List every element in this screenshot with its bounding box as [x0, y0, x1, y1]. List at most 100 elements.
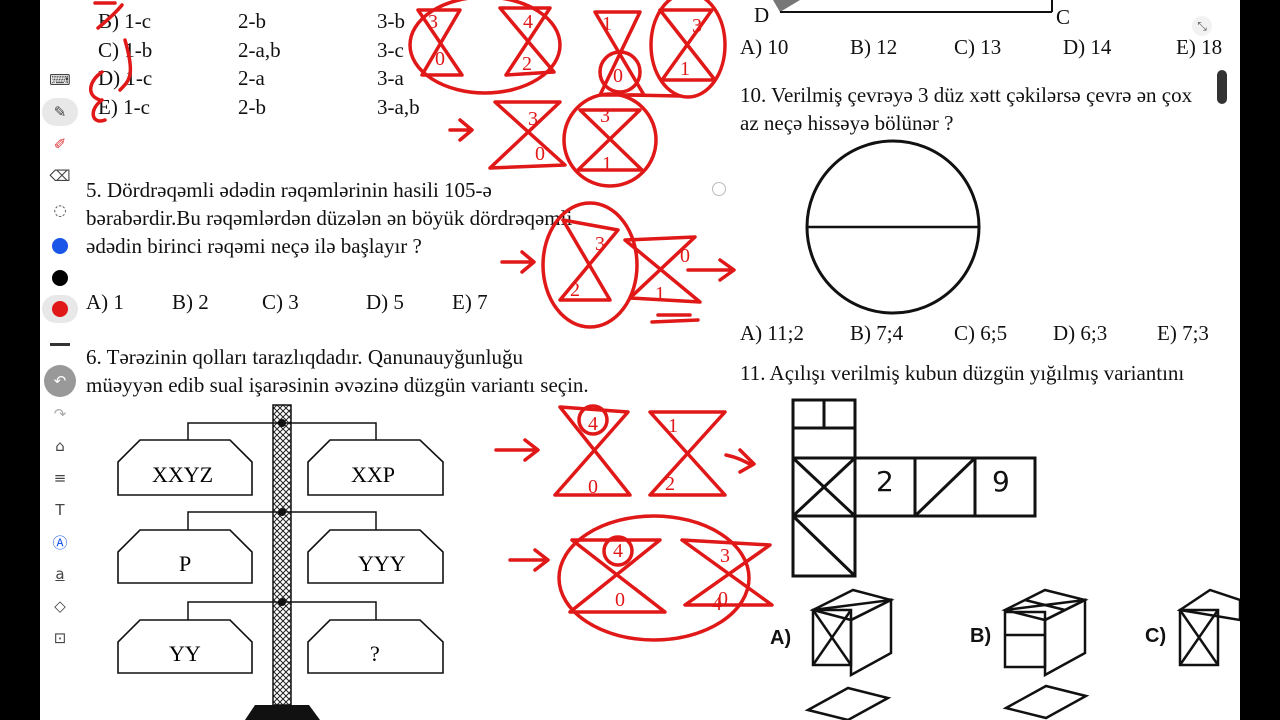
- text-icon[interactable]: T: [55, 501, 65, 519]
- q11-option: A): [770, 627, 792, 649]
- handwritten-digit: 0: [435, 48, 445, 70]
- q4-row-c3: 3-c: [377, 38, 404, 62]
- handwritten-digit: 1: [602, 13, 612, 35]
- q11-option: C): [1145, 625, 1167, 647]
- handwritten-digit: 4: [523, 11, 533, 33]
- handwritten-digit: 1: [668, 415, 678, 437]
- selection-handle[interactable]: [712, 182, 726, 196]
- q10-option: D) 6;3: [1053, 321, 1108, 345]
- q4-row-c2: 2-b: [238, 9, 266, 33]
- q6-text-line2: müəyyən edib sual işarəsinin əvəzinə düz…: [86, 373, 589, 397]
- q4-row-opt: E) 1-c: [98, 95, 150, 119]
- q6-text-line1: 6. Tərəzinin qolları tarazlıqdadır. Qanu…: [86, 345, 523, 369]
- color-red-swatch[interactable]: [42, 295, 78, 323]
- lasso-icon[interactable]: ◌: [53, 201, 67, 219]
- shape-icon[interactable]: ⌂: [55, 437, 65, 455]
- q11-option: B): [970, 625, 992, 647]
- q4-row-c3: 3-b: [377, 9, 405, 33]
- q6-box-label: XXP: [351, 462, 396, 487]
- q11-text-line1: 11. Açılışı verilmiş kubun düzgün yığılm…: [740, 361, 1185, 385]
- q9-figure: [773, 0, 1053, 13]
- q4-row-c3: 3-a: [377, 66, 404, 90]
- keyboard-icon[interactable]: ⌨: [49, 71, 71, 89]
- q9-option: A) 10: [740, 35, 789, 59]
- q9-option: E) 18: [1176, 35, 1223, 59]
- q4-row-c2: 2-a,b: [238, 38, 281, 62]
- handwritten-digit: 0: [680, 245, 690, 267]
- text-format-icon[interactable]: ≡: [53, 469, 67, 487]
- handwritten-digit: 1: [680, 58, 690, 80]
- q6-box-label: P: [179, 551, 192, 576]
- handwritten-digit: 1: [602, 153, 612, 175]
- handwritten-digit: 4: [613, 540, 623, 562]
- q11-net-digit: 9: [992, 465, 1010, 498]
- q10-circle-figure: [805, 139, 981, 315]
- handwritten-digit: 0: [588, 476, 598, 498]
- q4-row-c3: 3-a,b: [377, 95, 420, 119]
- q10-text-line1: 10. Verilmiş çevrəyə 3 düz xətt çəkilərs…: [740, 83, 1193, 107]
- q11-cube-a-figure: [809, 588, 895, 678]
- q5-option: A) 1: [86, 290, 124, 314]
- handwritten-digit: 0: [535, 143, 545, 165]
- handwritten-digit: 3: [428, 11, 438, 33]
- q5-option: B) 2: [172, 290, 209, 314]
- q10-text-line2: az neçə hissəyə bölünər ?: [740, 111, 954, 135]
- q11-net-digit: 2: [876, 465, 894, 498]
- handwritten-digit: 3: [600, 105, 610, 127]
- collapse-icon[interactable]: ⤡: [1192, 16, 1212, 36]
- q10-option: B) 7;4: [850, 321, 904, 345]
- highlighter-icon[interactable]: ✐: [53, 135, 67, 153]
- q5-option: E) 7: [452, 290, 488, 314]
- q5-text-line1: 5. Dördrəqəmli ədədin rəqəmlərinin hasil…: [86, 178, 492, 202]
- q6-box-label: YYY: [358, 551, 406, 576]
- annotation-toolbar: ⌨ ✎ ✐ ⌫ ◌ ↶ ↷ ⌂ ≡ T Ⓐ a ◇ ⊡: [42, 60, 78, 660]
- q6-balance-diagram: [117, 404, 444, 720]
- q5-text-line2: bərabərdir.Bu rəqəmlərdən düzələn ən böy…: [86, 206, 573, 230]
- q11-cube-b-figure: [1001, 588, 1089, 678]
- handwritten-digit: 3: [720, 545, 730, 567]
- q4-row-c2: 2-a: [238, 66, 265, 90]
- handwritten-digit: 2: [522, 53, 532, 75]
- q6-box-label: ?: [370, 641, 380, 666]
- q10-option: C) 6;5: [954, 321, 1008, 345]
- handwritten-digit: 2: [665, 473, 675, 495]
- q10-option: A) 11;2: [740, 321, 804, 345]
- stroke-width-indicator: [42, 342, 78, 346]
- field-icon[interactable]: a: [55, 565, 65, 583]
- style-icon[interactable]: Ⓐ: [52, 533, 68, 552]
- q5-option: D) 5: [366, 290, 404, 314]
- handwritten-digit: 0: [718, 588, 728, 610]
- handwritten-digit: 0: [613, 65, 623, 87]
- handwritten-digit: 3: [595, 233, 605, 255]
- handwritten-digit: 3: [692, 15, 702, 37]
- q4-row-opt: C) 1-b: [98, 38, 153, 62]
- q11-cube-c-figure: [1176, 588, 1240, 667]
- q4-row-c2: 2-b: [238, 95, 266, 119]
- handwritten-digit: 1: [655, 283, 665, 305]
- pen-icon[interactable]: ✎: [42, 98, 78, 126]
- undo-icon[interactable]: ↶: [44, 365, 76, 397]
- scrollbar-thumb[interactable]: [1217, 70, 1227, 104]
- q9-option: B) 12: [850, 35, 898, 59]
- q11-cube-net: [791, 398, 1240, 720]
- color-blue-swatch[interactable]: [42, 232, 78, 260]
- redo-icon[interactable]: ↷: [53, 405, 67, 423]
- q5-option: C) 3: [262, 290, 299, 314]
- lock-icon[interactable]: ⊡: [53, 629, 67, 647]
- q4-row-opt: D) 1-c: [98, 66, 153, 90]
- q6-box-label: XXYZ: [152, 462, 214, 487]
- q9-option: C) 13: [954, 35, 1002, 59]
- color-black-swatch[interactable]: [42, 264, 78, 292]
- eraser-icon[interactable]: ⌫: [49, 167, 71, 185]
- q6-box-label: YY: [169, 641, 201, 666]
- q9-option: D) 14: [1063, 35, 1112, 59]
- q5-text-line3: ədədin birinci rəqəmi neçə ilə başlayır …: [86, 234, 422, 258]
- q9-corner-c: C: [1056, 5, 1071, 29]
- handwritten-digit: 2: [570, 279, 580, 301]
- handwritten-digit: 3: [528, 108, 538, 130]
- q10-option: E) 7;3: [1157, 321, 1209, 345]
- q9-corner-d: D: [754, 3, 770, 27]
- shapes-icon[interactable]: ◇: [54, 597, 66, 615]
- handwritten-digit: 4: [588, 413, 598, 435]
